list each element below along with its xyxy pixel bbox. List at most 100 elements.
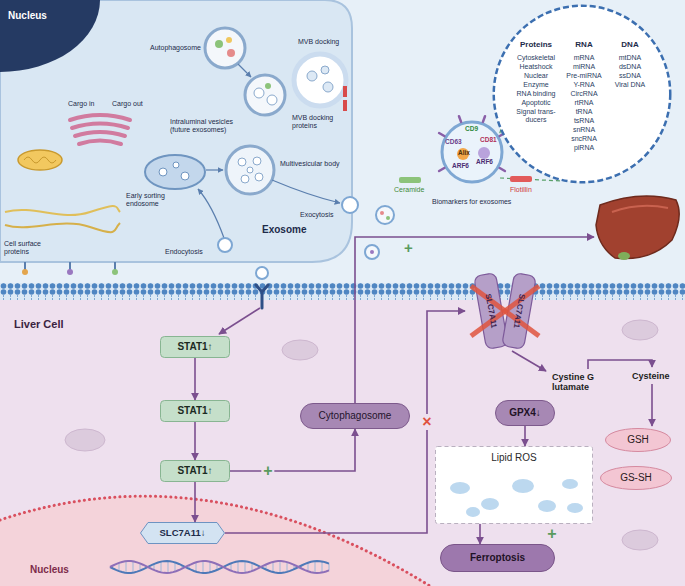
surface-protein — [24, 262, 26, 270]
node-label: Cytophagosome — [319, 410, 392, 422]
alix-protein — [457, 148, 469, 160]
cargo-dot — [226, 37, 232, 43]
node-label: GSH — [627, 434, 649, 446]
ros-droplet — [512, 479, 534, 493]
edge-sign: + — [545, 526, 558, 542]
gallbladder — [618, 252, 630, 260]
mitochondrion — [18, 150, 62, 170]
node-label: Signal trans- ducers — [513, 108, 559, 124]
annotation-label: + — [404, 239, 413, 256]
node-label: Pre-miRNA — [561, 72, 607, 80]
bound-exosome — [256, 267, 268, 279]
flow-arrow — [588, 360, 652, 369]
cargo-dot — [386, 216, 390, 220]
node-label: tsRNA — [561, 117, 607, 125]
golgi-cisterna — [75, 132, 125, 136]
vesicle — [159, 168, 167, 176]
node-label: CD81 — [480, 136, 497, 143]
exosome-vesicle — [376, 206, 394, 224]
node-label: CD63 — [445, 138, 462, 145]
node-label: Proteins — [513, 40, 559, 49]
annotation-label: MVB docking proteins — [292, 114, 342, 130]
vesicle — [173, 162, 179, 168]
golgi-cisterna — [70, 115, 130, 120]
vesicle — [253, 157, 261, 165]
circle-shape — [442, 122, 502, 182]
flotillin-marker — [510, 176, 532, 182]
box-shape — [161, 401, 230, 422]
surface-protein — [22, 269, 28, 275]
node-label: CircRNA — [561, 90, 607, 98]
gene-box: SLC7A11↓ — [140, 522, 225, 544]
cargo-dot — [380, 211, 384, 215]
circle-shape — [494, 6, 671, 183]
connector-arrow — [194, 358, 196, 400]
mitochondrion — [622, 530, 658, 550]
surface-marker — [500, 168, 505, 171]
surface-marker — [483, 116, 485, 122]
cargo-dot — [370, 250, 374, 254]
dna-rung — [168, 561, 169, 573]
mitochondrion — [622, 320, 658, 340]
node-label: sncRNA — [561, 135, 607, 143]
golgi-cisterna — [79, 141, 121, 145]
flow-arrow — [272, 180, 340, 203]
dna-rung — [322, 561, 323, 572]
connector-arrow — [479, 524, 481, 544]
connector-arrow — [194, 422, 196, 460]
annotation-label: Ceramide — [394, 186, 424, 194]
vesicle — [238, 158, 246, 166]
surface-protein — [69, 262, 71, 270]
dna-rung — [210, 562, 211, 573]
connector-arrow — [225, 311, 465, 533]
node-label: dsDNA — [607, 63, 653, 71]
node-label: DNA — [607, 40, 653, 49]
node-label: mRNA — [561, 54, 607, 62]
oval-shape — [601, 467, 672, 490]
ros-droplet — [450, 482, 470, 494]
node-label: RNA — [561, 40, 607, 49]
liver-highlight — [612, 206, 668, 212]
vesicle — [321, 66, 329, 74]
dna-rung — [175, 562, 176, 571]
ros-droplet — [481, 498, 499, 510]
pill-shape — [441, 545, 555, 572]
annotation-label: Liver Cell — [14, 318, 64, 331]
process-box: STAT1↑ — [160, 400, 230, 422]
dna-rung — [287, 562, 288, 572]
surface-marker — [439, 133, 444, 136]
vesicle — [181, 172, 189, 180]
dna-rung — [203, 561, 204, 573]
box-shape — [161, 337, 230, 358]
node-label: rtRNA — [561, 99, 607, 107]
node-label: RNA binding — [513, 90, 559, 98]
cell-body — [0, 0, 352, 262]
multivesicular-body — [226, 146, 274, 194]
box-shape — [161, 461, 230, 482]
mitochondrion-cristae — [24, 157, 56, 163]
node-label: ssDNA — [607, 72, 653, 80]
surface-protein — [114, 262, 116, 270]
process-box: STAT1↑ — [160, 460, 230, 482]
annotation-label: Intraluminal vesicles (future exosomes) — [170, 118, 242, 134]
amphisome — [245, 75, 285, 115]
dna-rung — [238, 561, 239, 572]
vesicle — [247, 167, 253, 173]
node-label: Enzyme — [513, 81, 559, 89]
process-box: STAT1↑ — [160, 336, 230, 358]
docking-protein — [343, 100, 347, 111]
cytoskeleton-filament — [5, 223, 120, 232]
docking-mvb — [294, 54, 346, 106]
dna-rung — [126, 561, 127, 573]
pill-shape — [496, 401, 555, 426]
dna-rung — [329, 564, 330, 571]
surface-protein — [67, 269, 73, 275]
dna-rung — [133, 561, 134, 572]
nuclear-envelope — [0, 496, 430, 586]
extracellular-ground — [0, 0, 685, 284]
node-label: tRNA — [561, 108, 607, 116]
membrane-lipids — [0, 283, 685, 300]
annotation-label: Exosome — [262, 224, 306, 236]
transporter-symbol: SLC7A11SLC7A11 — [465, 272, 545, 350]
